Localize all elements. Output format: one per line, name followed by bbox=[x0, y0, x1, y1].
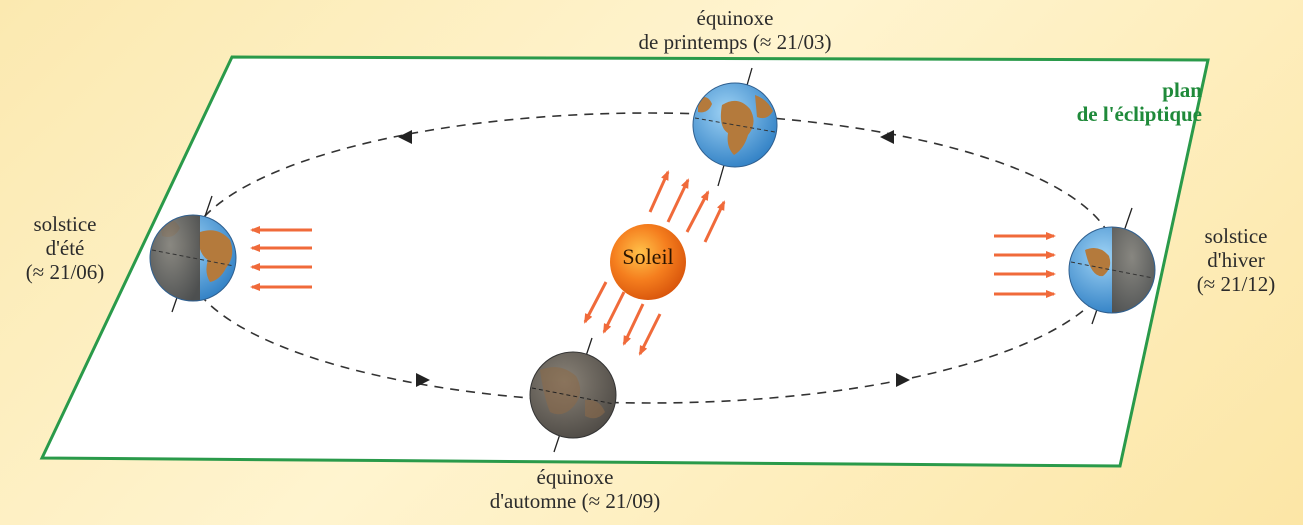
orbit-arrow-top-right bbox=[880, 130, 894, 144]
label-winter-line3: (≈ 21/12) bbox=[1196, 272, 1276, 296]
label-summer-line1: solstice bbox=[33, 212, 97, 236]
sun-rays-to-summer bbox=[250, 226, 312, 291]
label-spring-equinox: équinoxe de printemps (≈ 21/03) bbox=[600, 6, 870, 54]
label-winter-line1: solstice bbox=[1204, 224, 1268, 248]
sun-label: Soleil bbox=[622, 244, 674, 269]
label-spring-line2: de printemps (≈ 21/03) bbox=[638, 30, 832, 54]
label-summer-line2: d'été bbox=[45, 236, 85, 260]
orbit-direction-arrows bbox=[398, 130, 910, 387]
plane-title: plan de l'écliptique bbox=[1010, 78, 1202, 126]
label-autumn-line2: d'automne (≈ 21/09) bbox=[489, 489, 661, 513]
sun-rays-to-autumn bbox=[583, 281, 662, 356]
orbit-arrow-bottom-right bbox=[896, 373, 910, 387]
sun-rays-to-winter bbox=[994, 232, 1056, 298]
label-summer-line3: (≈ 21/06) bbox=[25, 260, 105, 284]
label-autumn-line1: équinoxe bbox=[536, 465, 614, 489]
earth-spring-equinox bbox=[692, 67, 778, 187]
orbit-arrow-bottom-left bbox=[416, 373, 430, 387]
label-winter-solstice: solstice d'hiver (≈ 21/12) bbox=[1172, 224, 1300, 296]
earth-autumn-equinox bbox=[529, 337, 617, 453]
label-winter-line2: d'hiver bbox=[1207, 248, 1265, 272]
orbit-arrow-top-left bbox=[398, 130, 412, 144]
plane-title-line1: plan bbox=[1162, 78, 1202, 102]
plane-title-line2: de l'écliptique bbox=[1076, 102, 1202, 126]
sun-rays-to-spring bbox=[648, 170, 726, 243]
label-autumn-equinox: équinoxe d'automne (≈ 21/09) bbox=[440, 465, 710, 513]
sun bbox=[610, 224, 686, 300]
label-summer-solstice: solstice d'été (≈ 21/06) bbox=[6, 212, 124, 284]
label-spring-line1: équinoxe bbox=[696, 6, 774, 30]
